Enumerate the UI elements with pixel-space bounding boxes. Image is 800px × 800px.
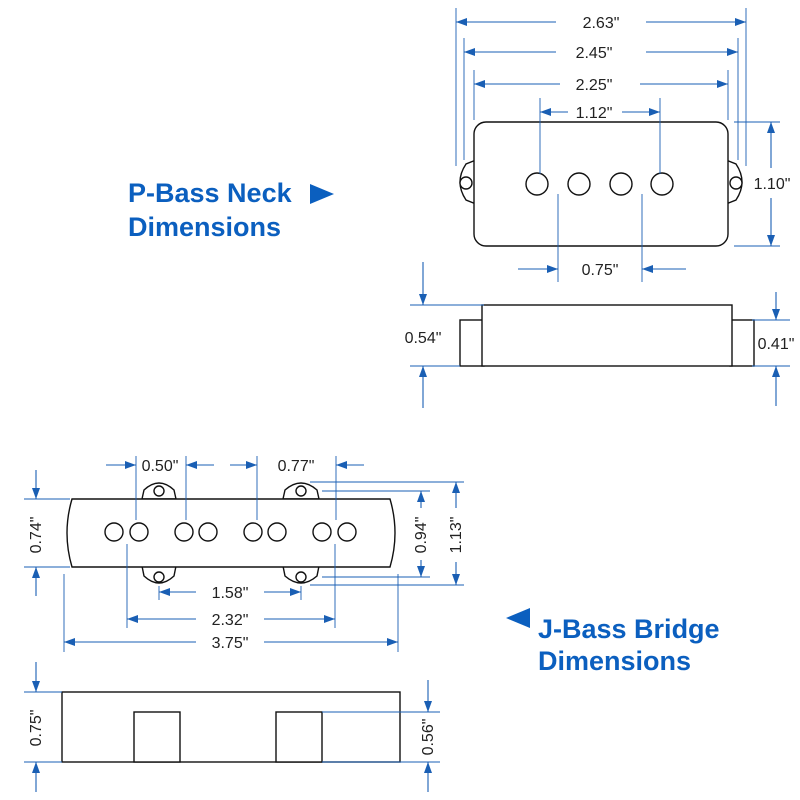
dim-1-13: 1.13": [310, 481, 465, 586]
j-bass-pole: [104, 522, 124, 542]
dim-2-25: 2.25": [473, 70, 729, 120]
dim-1-10: 1.10": [734, 121, 791, 247]
dim-label: 0.77": [278, 458, 315, 475]
j-bass-pole: [198, 522, 218, 542]
j-bass-side-tab: [275, 711, 323, 763]
dim-2-45: 2.45": [463, 38, 739, 160]
p-bass-side-body: [481, 304, 733, 367]
dim-label: 2.45": [576, 45, 613, 62]
dim-label: 0.74": [28, 517, 45, 554]
dim-label: 0.75": [582, 262, 619, 279]
dim-0-74: 0.74": [24, 470, 70, 596]
j-bass-side-body: [61, 691, 401, 763]
p-bass-pole: [650, 172, 674, 196]
dim-label: 1.58": [212, 585, 249, 602]
p-bass-pole: [609, 172, 633, 196]
p-bass-pole: [525, 172, 549, 196]
dim-0-56: 0.56": [322, 680, 440, 792]
dim-label: 2.25": [576, 77, 613, 94]
j-bass-screw-hole: [153, 485, 165, 497]
j-bass-pole: [174, 522, 194, 542]
p-bass-caption-line2: Dimensions: [128, 212, 281, 242]
j-bass-side-view: [61, 691, 401, 763]
j-bass-pole: [312, 522, 332, 542]
dim-0-75-p: 0.75": [518, 194, 686, 282]
dim-label: 1.12": [576, 105, 613, 122]
dim-0-94: 0.94": [322, 490, 430, 578]
j-bass-caption-line2: Dimensions: [538, 646, 691, 676]
p-bass-side-view: [459, 304, 755, 367]
dim-label: 3.75": [212, 635, 249, 652]
j-bass-top-view: [66, 482, 396, 584]
p-bass-side-right-ear: [729, 319, 755, 367]
p-bass-left-screw-hole: [459, 176, 473, 190]
dim-label: 1.10": [754, 176, 791, 193]
j-bass-screw-hole: [295, 571, 307, 583]
right-arrow-icon: [310, 184, 334, 204]
dim-0-50: 0.50": [106, 456, 214, 520]
left-arrow-icon: [506, 608, 530, 628]
j-bass-caption-line1: J-Bass Bridge: [538, 614, 720, 644]
p-bass-side-left-ear: [459, 319, 485, 367]
dim-0-41: 0.41": [752, 292, 794, 406]
dim-1-12: 1.12": [539, 98, 661, 174]
p-bass-right-screw-hole: [729, 176, 743, 190]
dim-label: 0.41": [758, 336, 795, 353]
j-bass-screw-hole: [295, 485, 307, 497]
j-bass-body: [66, 498, 396, 568]
dim-label: 1.13": [448, 517, 465, 554]
j-bass-pole: [129, 522, 149, 542]
dim-label: 0.50": [142, 458, 179, 475]
dim-3-75: 3.75": [63, 574, 399, 652]
dim-label: 2.32": [212, 612, 249, 629]
dim-0-77: 0.77": [230, 456, 364, 520]
dim-0-54: 0.54": [405, 262, 484, 408]
dim-label: 0.75": [28, 710, 45, 747]
j-bass-pole: [267, 522, 287, 542]
p-bass-caption-line1: P-Bass Neck: [128, 178, 293, 208]
dim-label: 2.63": [583, 15, 620, 32]
dim-0-75-j-side: 0.75": [24, 662, 62, 792]
j-bass-caption: J-Bass Bridge Dimensions: [506, 608, 720, 676]
dim-1-58: 1.58": [158, 585, 302, 602]
j-bass-pole: [337, 522, 357, 542]
dim-2-32: 2.32": [126, 544, 336, 629]
dim-label: 0.56": [420, 719, 437, 756]
j-bass-screw-hole: [153, 571, 165, 583]
dim-label: 0.54": [405, 330, 442, 347]
p-bass-pole: [567, 172, 591, 196]
p-bass-body: [473, 121, 729, 247]
j-bass-pole: [243, 522, 263, 542]
dim-label: 0.94": [413, 517, 430, 554]
j-bass-side-tab: [133, 711, 181, 763]
dim-2-63: 2.63": [455, 8, 747, 166]
p-bass-top-view: [459, 121, 743, 247]
p-bass-caption: P-Bass Neck Dimensions: [128, 178, 334, 242]
